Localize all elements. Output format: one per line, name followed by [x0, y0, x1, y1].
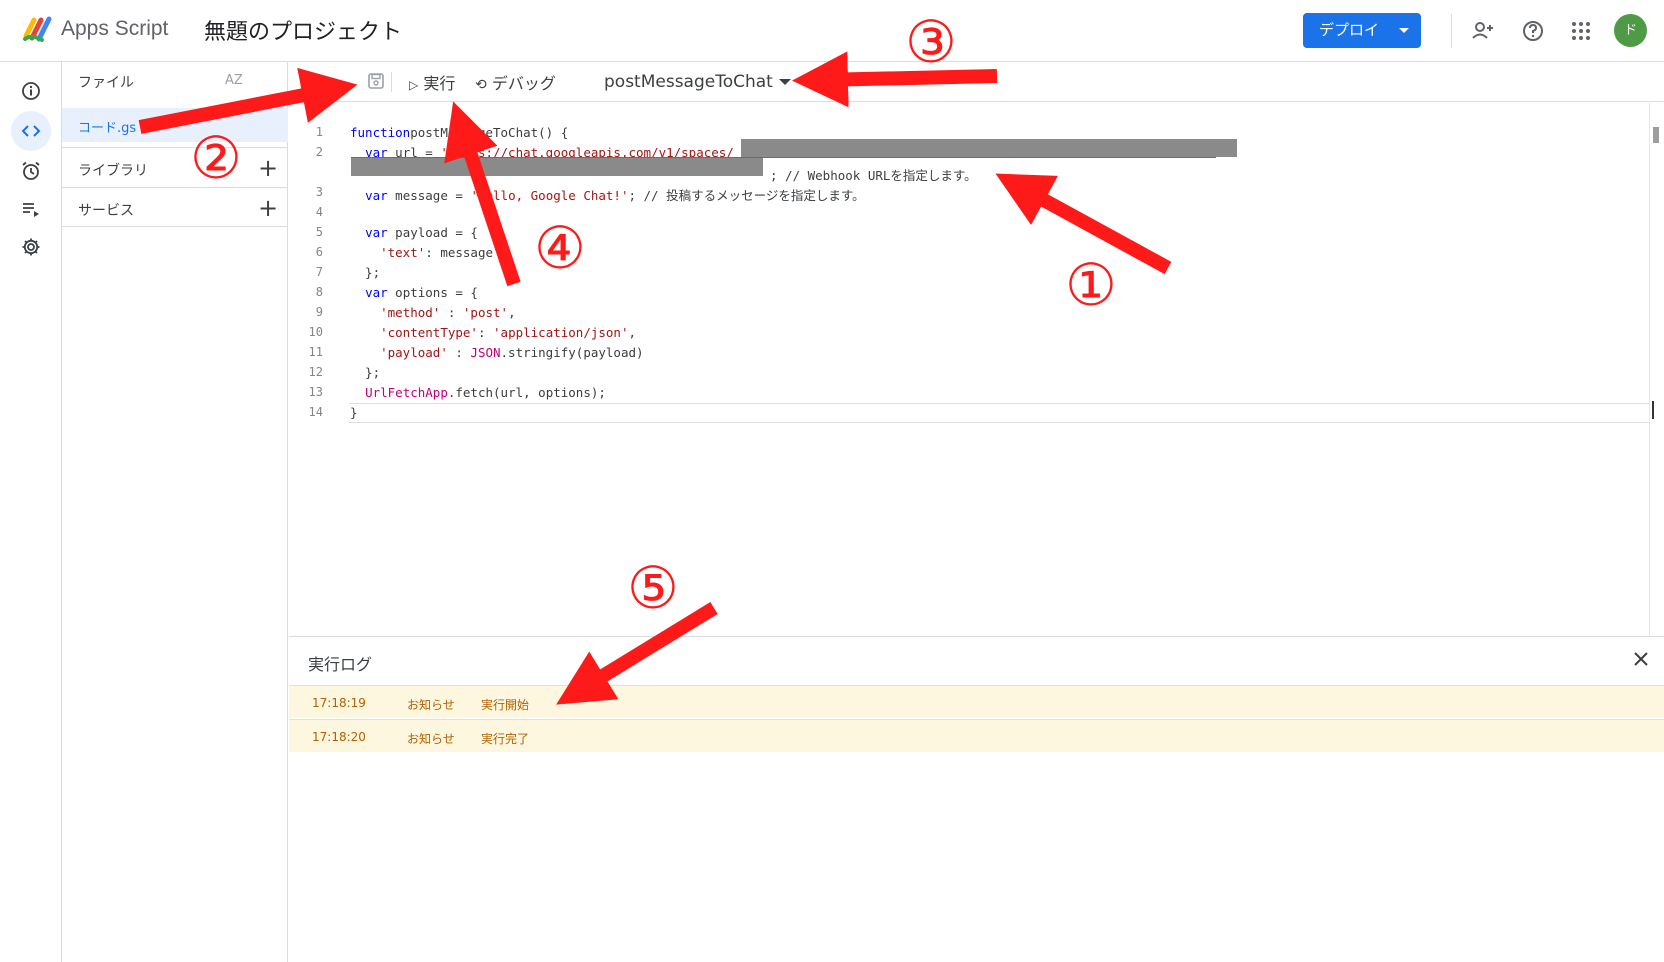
settings-button[interactable] — [11, 227, 51, 267]
line-number: 6 — [315, 245, 323, 259]
save-icon[interactable] — [367, 72, 385, 90]
libraries-section: ライブラリ + — [62, 147, 288, 187]
code-line[interactable]: var payload = { — [365, 225, 478, 240]
scroll-thumb[interactable] — [1653, 127, 1659, 143]
line-number: 1 — [315, 125, 323, 139]
deploy-label: デプロイ — [1319, 21, 1380, 39]
avatar[interactable]: ド — [1614, 14, 1647, 47]
line-number: 3 — [315, 185, 323, 199]
line-number: 5 — [315, 225, 323, 239]
triggers-button[interactable] — [11, 151, 51, 191]
line-number: 8 — [315, 285, 323, 299]
run-label: 実行 — [423, 74, 456, 93]
nav-rail — [0, 62, 62, 962]
debug-icon: ⟲ — [475, 77, 487, 93]
line-number: 2 — [315, 145, 323, 159]
gear-icon — [22, 238, 40, 256]
code-line[interactable]: var message = 'Hello, Google Chat!'; // … — [365, 188, 865, 203]
vertical-scrollbar[interactable] — [1649, 103, 1664, 636]
error-underline — [351, 157, 1216, 158]
file-item-code-gs[interactable]: コード.gs — [62, 108, 288, 142]
code-line[interactable]: } — [350, 405, 358, 420]
project-title[interactable]: 無題のプロジェクト — [204, 20, 403, 45]
code-line[interactable]: UrlFetchApp.fetch(url, options); — [365, 385, 606, 400]
code-line[interactable]: 'method' : 'post', — [380, 305, 516, 320]
line-number: 4 — [315, 205, 323, 219]
services-section: サービス + — [62, 187, 288, 227]
executions-list-icon — [23, 203, 39, 217]
apps-script-logo-icon[interactable] — [22, 14, 56, 44]
line-number: 14 — [308, 405, 323, 419]
executions-button[interactable] — [11, 189, 51, 229]
current-line-highlight — [349, 403, 1649, 423]
execution-log-panel: 実行ログ 17:18:19 お知らせ 実行開始 17:18:20 お知らせ 実行… — [289, 636, 1664, 962]
code-line[interactable]: functionpostMessageToChat() { — [350, 125, 569, 140]
code-line[interactable]: ; // Webhook URLを指定します。 — [770, 168, 977, 183]
log-message: 実行開始 — [481, 698, 530, 712]
code-line[interactable]: 'contentType': 'application/json', — [380, 325, 637, 340]
run-button[interactable]: ▷ 実行 — [409, 70, 455, 94]
add-library-icon[interactable]: + — [258, 154, 279, 182]
chevron-down-icon — [1399, 28, 1409, 33]
close-icon[interactable] — [1629, 647, 1653, 671]
line-number: 9 — [315, 305, 323, 319]
code-line[interactable]: }; — [350, 365, 381, 380]
line-number: 13 — [308, 385, 323, 399]
files-header: ファイル — [78, 75, 134, 91]
function-name: postMessageToChat — [604, 72, 773, 92]
top-bar: Apps Script 無題のプロジェクト デプロイ ド — [0, 0, 1664, 62]
code-line[interactable]: 'text': message — [380, 245, 493, 260]
log-time: 17:18:19 — [312, 696, 366, 710]
log-row: 17:18:20 お知らせ 実行完了 — [289, 719, 1664, 752]
file-name: コード.gs — [78, 121, 137, 136]
line-number: 12 — [308, 365, 323, 379]
editor-button[interactable] — [11, 111, 51, 151]
chevron-down-icon — [778, 79, 791, 85]
log-time: 17:18:20 — [312, 730, 366, 744]
debug-button[interactable]: ⟲ デバッグ — [475, 70, 556, 94]
code-icon — [21, 125, 41, 137]
overview-button[interactable] — [11, 71, 51, 111]
divider — [1451, 14, 1452, 48]
deploy-button[interactable]: デプロイ — [1303, 13, 1421, 48]
divider — [391, 72, 392, 92]
log-level: お知らせ — [407, 698, 455, 712]
log-row: 17:18:19 お知らせ 実行開始 — [289, 685, 1664, 718]
redacted-url — [351, 158, 763, 176]
sort-az-icon[interactable]: AZ — [225, 73, 243, 88]
line-number: 7 — [315, 265, 323, 279]
code-line[interactable]: 'payload' : JSON.stringify(payload) — [380, 345, 644, 360]
log-title: 実行ログ — [308, 655, 373, 674]
scroll-marker — [1652, 401, 1660, 419]
add-person-icon[interactable] — [1470, 18, 1496, 44]
apps-grid-icon[interactable] — [1568, 18, 1594, 44]
help-icon[interactable] — [1520, 18, 1546, 44]
log-level: お知らせ — [407, 732, 455, 746]
code-line[interactable]: var options = { — [365, 285, 478, 300]
files-panel: ファイル AZ コード.gs ライブラリ + サービス + — [62, 62, 288, 962]
log-message: 実行完了 — [481, 732, 530, 746]
libraries-label: ライブラリ — [78, 163, 148, 179]
line-number: 10 — [308, 325, 323, 339]
services-label: サービス — [78, 203, 134, 219]
function-select[interactable]: postMessageToChat — [604, 72, 791, 92]
editor-toolbar: ▷ 実行 ⟲ デバッグ postMessageToChat — [289, 62, 1664, 102]
play-icon: ▷ — [409, 78, 419, 92]
alarm-clock-icon — [22, 161, 40, 180]
debug-label: デバッグ — [491, 74, 556, 93]
app-name[interactable]: Apps Script — [61, 17, 169, 40]
info-icon — [22, 82, 40, 100]
add-service-icon[interactable]: + — [258, 194, 279, 222]
line-number: 11 — [308, 345, 323, 359]
code-line[interactable]: }; — [350, 265, 381, 280]
redacted-url — [741, 139, 1237, 157]
